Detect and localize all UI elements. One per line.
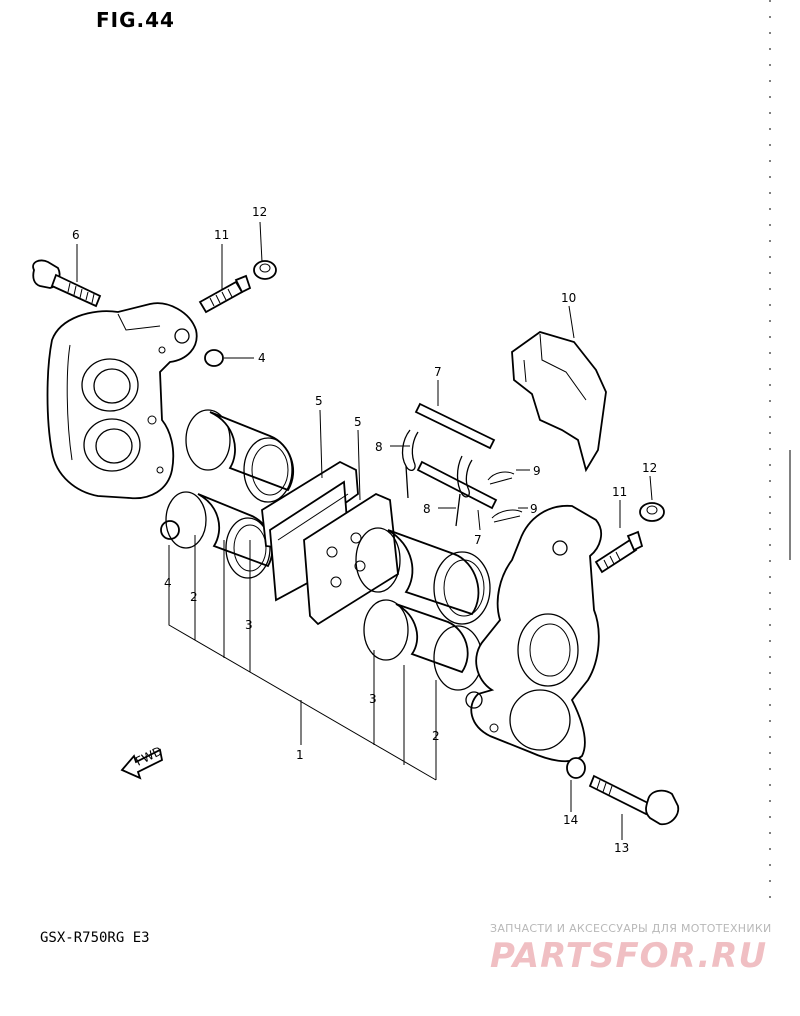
callout-7-lower: 7 [474,533,482,547]
callout-3-right: 3 [369,692,377,706]
callout-6: 6 [72,228,80,242]
callout-9-lower: 9 [530,502,538,516]
clip-9-lower [491,509,523,523]
washer-4-lower [160,520,180,540]
washer-4-top [204,349,224,367]
callout-2-left: 2 [190,590,198,604]
callout-7-top: 7 [434,365,442,379]
clip-9-upper [487,471,515,485]
left-piston-lower [165,491,274,579]
callout-11-right: 11 [612,485,627,499]
callout-10: 10 [561,291,576,305]
pad-pin-7-upper [414,402,496,450]
callout-numbers: 6 11 12 4 5 5 7 8 9 8 7 9 10 11 12 4 2 3… [72,205,657,855]
left-piston-upper [185,409,295,503]
bleeder-cap-12-top [253,260,277,280]
callout-3-left: 3 [245,618,253,632]
bleeder-cap-12-right [639,502,665,522]
pad-pin-7-lower [416,460,498,510]
forward-direction-arrow: FWD [120,744,164,780]
callout-9-top: 9 [533,464,541,478]
callout-11-top: 11 [214,228,229,242]
callout-13: 13 [614,841,629,855]
callout-14: 14 [563,813,578,827]
callout-leaders [76,221,653,840]
washer-14 [566,757,586,779]
callout-5-right: 5 [354,415,362,429]
caliper-bolt-13 [588,774,680,826]
callout-8-lower: 8 [423,502,431,516]
right-piston-upper [355,527,491,625]
pad-clip-8-upper [401,429,419,499]
right-piston-lower [363,599,483,691]
watermark-tagline: ЗАПЧАСТИ И АКСЕССУАРЫ ДЛЯ МОТОТЕХНИКИ [490,922,772,935]
bleeder-valve-11-top [198,274,252,314]
watermark-logo: PARTSFOR.RU [490,936,768,976]
bleeder-valve-11-right [594,530,644,574]
anti-rattle-spring-10 [511,331,607,473]
scan-edge-artifacts [769,0,791,900]
right-caliper-half [465,505,603,763]
callout-12-top: 12 [252,205,267,219]
figure-title: FIG.44 [96,8,175,32]
callout-4-lower: 4 [164,576,172,590]
callout-8-top: 8 [375,440,383,454]
callout-2-right: 2 [432,729,440,743]
model-label: GSX-R750RG E3 [40,930,150,946]
left-caliper-half [46,302,198,500]
callout-5-left: 5 [315,394,323,408]
caliper-bolt-6 [32,259,102,308]
pad-clip-8-lower [455,455,473,527]
callout-4-top: 4 [258,351,266,365]
callout-12-right: 12 [642,461,657,475]
callout-1: 1 [296,748,304,762]
